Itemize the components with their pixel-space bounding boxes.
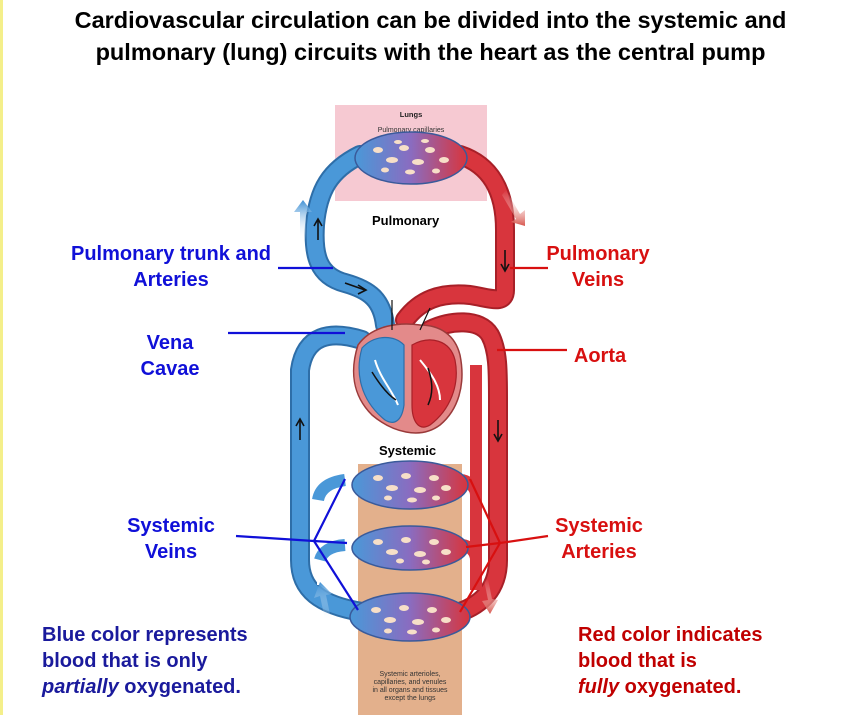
systemic-box xyxy=(358,438,462,464)
systemic-note-2: capillaries, and venules xyxy=(374,679,447,686)
flow-down-arrow-top xyxy=(502,190,525,226)
red-note-rest: oxygenated. xyxy=(619,676,742,698)
pulmonary-veins-vessel xyxy=(397,147,513,328)
label-vena-cavae-line-1: Vena xyxy=(146,332,194,354)
blue-color-note: Blue color represents blood that is only… xyxy=(42,622,248,700)
red-note-italic: fully xyxy=(578,676,620,698)
pulmonary-capillary-holes xyxy=(373,139,449,175)
vena-cava-outline xyxy=(290,325,372,622)
pulmonary-box xyxy=(365,205,460,235)
heart xyxy=(352,300,463,434)
pulmonary-capillary-bed xyxy=(354,131,468,185)
lungs-label: Lungs xyxy=(400,110,423,119)
blue-note-line-2: blood that is only xyxy=(42,650,208,672)
label-systemic-arteries-line-2: Arteries xyxy=(561,541,637,563)
systemic-note-1: Systemic arterioles, xyxy=(379,671,440,678)
title-line-2: pulmonary (lung) circuits with the heart… xyxy=(95,39,766,65)
blue-leader-lines xyxy=(228,266,359,611)
label-pulmonary-veins: Pulmonary Veins xyxy=(530,241,666,293)
red-note-line-2: blood that is xyxy=(578,650,697,672)
systemic-capillary-bed-3 xyxy=(349,592,471,642)
systemic-capillary-bed-2 xyxy=(351,525,469,571)
vena-cava-vessel xyxy=(292,327,370,620)
label-vena-cavae: Vena Cavae xyxy=(120,330,220,382)
label-pulmonary-trunk-line-2: Arteries xyxy=(133,269,209,291)
red-note-line-1: Red color indicates xyxy=(578,624,763,646)
left-edge-stripe xyxy=(0,0,3,715)
label-pulmonary-veins-line-2: Veins xyxy=(571,269,625,291)
blue-note-italic: partially xyxy=(42,676,119,698)
pulmonary-capillaries-label: Pulmonary capillaries xyxy=(378,127,445,134)
label-systemic-arteries-line-1: Systemic xyxy=(555,515,643,537)
red-color-note: Red color indicates blood that is fully … xyxy=(578,622,763,700)
systemic-vein-branch-2 xyxy=(314,539,346,562)
flow-down-arrow-bottom xyxy=(482,579,498,614)
blue-note-rest: oxygenated. xyxy=(118,676,241,698)
label-pulmonary-trunk: Pulmonary trunk and Arteries xyxy=(58,241,284,293)
label-systemic-veins: Systemic Veins xyxy=(115,513,227,565)
red-note-line-3: fully oxygenated. xyxy=(578,674,763,700)
page-title: Cardiovascular circulation can be divide… xyxy=(8,4,853,68)
pulmonary-label: Pulmonary xyxy=(372,213,440,228)
label-vena-cavae-line-2: Cavae xyxy=(140,358,200,380)
label-pulmonary-trunk-line-1: Pulmonary trunk and xyxy=(70,243,272,265)
red-leader-lines xyxy=(459,266,567,613)
blue-note-line-3: partially oxygenated. xyxy=(42,674,248,700)
flow-arrows xyxy=(295,217,510,443)
flow-up-arrow-top xyxy=(294,200,312,240)
label-systemic-veins-line-1: Systemic xyxy=(127,515,215,537)
title-line-1: Cardiovascular circulation can be divide… xyxy=(74,7,787,33)
label-pulmonary-veins-line-1: Pulmonary xyxy=(546,243,650,265)
systemic-note-3: in all organs and tissues xyxy=(372,687,448,694)
label-systemic-arteries: Systemic Arteries xyxy=(544,513,654,565)
label-systemic-veins-line-2: Veins xyxy=(144,541,198,563)
blue-note-line-1: Blue color represents xyxy=(42,624,248,646)
systemic-capillary-bed-1 xyxy=(351,460,469,510)
systemic-label: Systemic xyxy=(379,443,437,458)
label-aorta: Aorta xyxy=(573,345,627,367)
systemic-vein-branch-1 xyxy=(312,474,346,502)
systemic-note-4: except the lungs xyxy=(385,695,436,702)
flow-up-arrow-bottom xyxy=(314,582,332,620)
pulmonary-trunk-vessel xyxy=(306,147,393,333)
